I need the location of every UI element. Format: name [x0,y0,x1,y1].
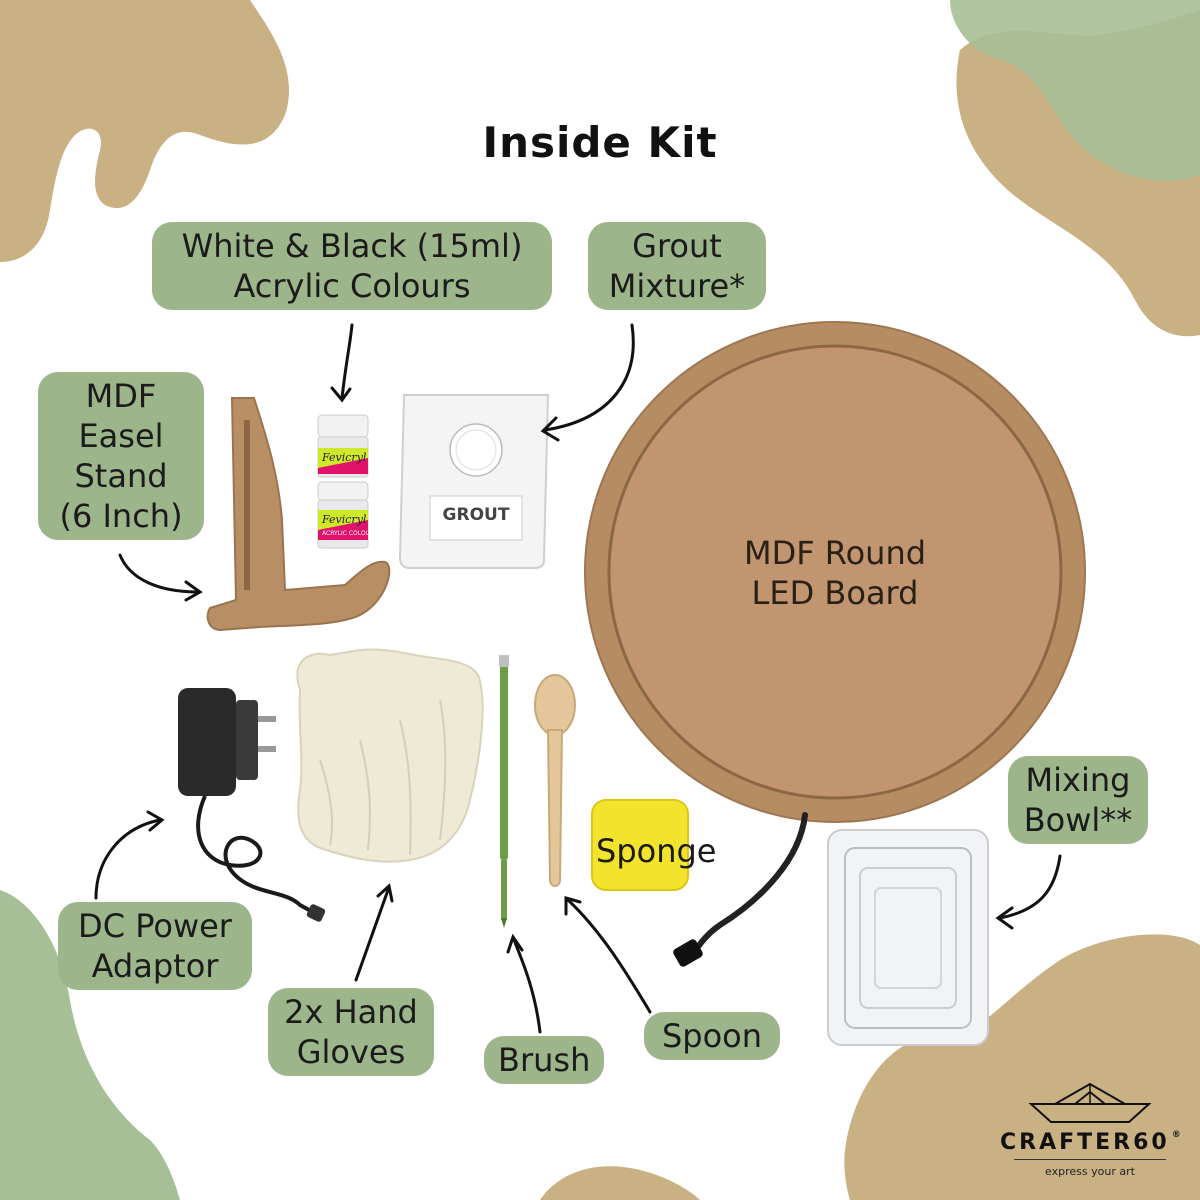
brand-logo: CRAFTER60® express your art [1000,1080,1181,1178]
spoon-label-text: Spoon [661,1017,763,1055]
arrow-gloves-head [376,883,394,903]
gloves-label-line-1: 2x Hand [284,993,418,1031]
paper-boat-icon [1028,1082,1152,1123]
spoon-label: Spoon [644,1012,780,1060]
arrow-bowl [998,854,1062,920]
wooden-spoon [534,674,576,887]
acrylic-label-line-2: Acrylic Colours [233,267,471,305]
arrow-spoon-head [564,896,582,916]
grout-bag [398,394,550,569]
easel-label-line-4: (6 Inch) [59,497,183,535]
blob-bottom-right-tan [844,934,1200,1200]
blob-top-left [0,0,290,262]
blob-bottom-left [0,890,180,1200]
arrow-acrylic-head [330,386,352,403]
mdf-easel-stand [206,397,391,632]
acrylic-label-line-1: White & Black (15ml) [181,227,523,265]
arrow-brush-head [506,933,524,954]
hand-gloves [296,648,484,863]
arrow-grout-head [540,416,560,442]
paint-brush [499,655,509,928]
easel-label-line-1: MDF [85,377,157,415]
logo-registered: ® [1171,1130,1184,1140]
mdf-round-board [584,321,1086,823]
dc-power-adaptor [178,688,326,922]
acrylic-colours-label: White & Black (15ml) Acrylic Colours [152,222,552,310]
pointer-arrows [94,323,1062,1034]
arrow-gloves [354,888,390,982]
board-label-line-1: MDF Round [743,534,927,572]
dc-power-label: DC Power Adaptor [58,902,252,990]
arrow-bowl-head [995,906,1014,930]
easel-stand-label: MDF Easel Stand (6 Inch) [38,372,204,540]
jar-brand-top: Fevicryl [321,451,367,464]
arrow-brush [512,938,542,1034]
arrow-dc [94,818,162,900]
board-label-line-2: LED Board [751,574,919,612]
sponge [591,799,689,891]
arrow-grout [543,323,635,432]
arrow-easel [118,553,200,594]
sponge-label: Sponge [596,832,717,870]
grout-bag-label: GROUT [442,505,510,525]
arrow-acrylic [340,323,354,400]
easel-label-line-3: Stand [74,457,168,495]
jar-label: ACRYLIC COLOURS [322,530,378,537]
dc-label-line-2: Adaptor [91,947,219,985]
blob-bottom-center-tan [540,1166,700,1200]
acrylic-jar-top: Fevicryl [317,414,369,478]
grout-label-line-1: Grout [632,227,722,265]
mixing-bowl [827,829,989,1046]
logo-name: CRAFTER60 [1000,1130,1170,1155]
led-cable-plug [673,939,703,967]
hand-gloves-label: 2x Hand Gloves [268,988,434,1076]
easel-label-line-2: Easel [78,417,164,455]
grout-mixture-label: Grout Mixture* [588,222,766,310]
arrow-spoon [566,898,652,1014]
gloves-label-line-2: Gloves [296,1033,406,1071]
brush-label-text: Brush [498,1041,591,1079]
board-label: MDF Round LED Board [700,533,970,613]
brush-label: Brush [484,1036,604,1084]
acrylic-jar-bottom: Fevicryl ACRYLIC COLOURS [317,481,378,549]
dc-label-line-1: DC Power [78,907,232,945]
arrow-easel-head [184,580,203,602]
blob-top-right-green [950,0,1200,181]
jar-brand-bottom: Fevicryl [321,513,367,526]
arrow-dc-head [146,810,165,832]
bowl-label-line-1: Mixing [1025,761,1131,799]
mixing-bowl-label: Mixing Bowl** [1008,756,1148,844]
bowl-label-line-2: Bowl** [1023,801,1133,839]
logo-divider [1014,1159,1166,1160]
grout-label-line-2: Mixture* [608,267,746,305]
logo-tagline: express your art [1045,1165,1135,1178]
page-title: Inside Kit [482,118,718,167]
